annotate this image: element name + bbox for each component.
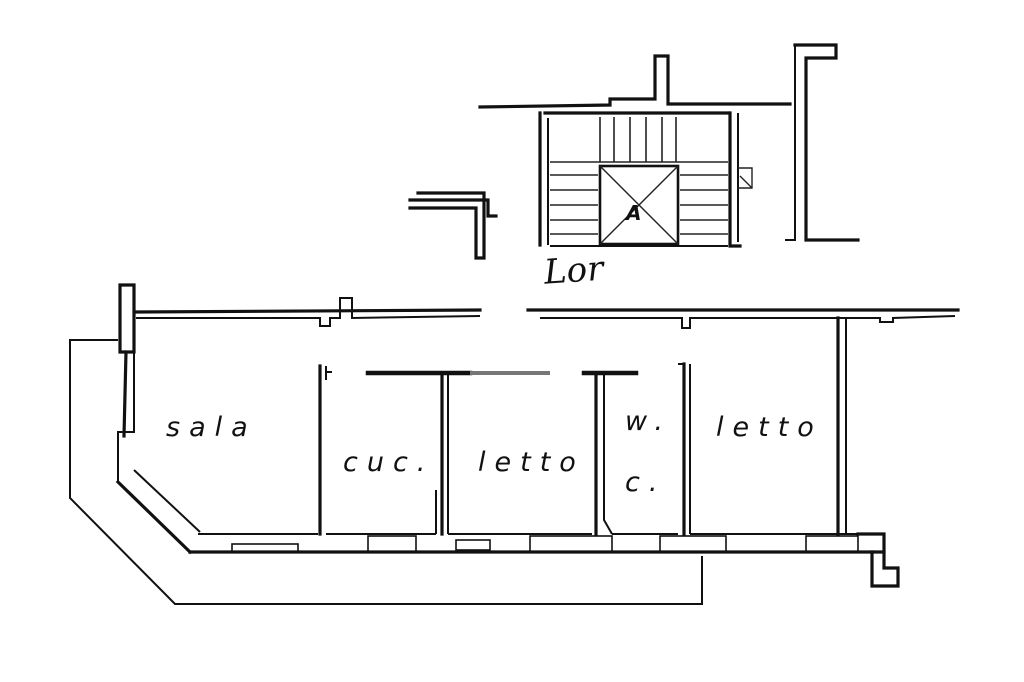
room-label-wc-bottom: c. (625, 467, 666, 498)
stair-treads-top (550, 117, 728, 163)
stair-treads-right (680, 174, 728, 235)
room-label-letto-2: letto (716, 412, 823, 443)
room-label-letto-1: letto (478, 447, 585, 478)
partition-wc-letto-inner (678, 363, 691, 534)
room-label-wc-top: w. (625, 406, 672, 437)
lift-shaft: A (598, 164, 680, 246)
stairwell-right-wall (728, 111, 742, 248)
partition-cucina-letto-inner (435, 374, 449, 534)
handwritten-note: Lor (542, 249, 607, 293)
corridor-wall-left-inner (136, 297, 481, 327)
right-shaft-wall (793, 43, 860, 242)
corridor-wall-left (134, 308, 482, 314)
corridor-wall-right-inner (540, 315, 956, 329)
room-label-sala: sala (166, 412, 257, 443)
stair-treads-left (550, 174, 598, 235)
outer-wall-left-lower (122, 350, 128, 438)
stub-wall-left (408, 191, 498, 260)
right-shaft-wall-inner (785, 45, 796, 241)
apartment: sala cuc. letto w. c. letto (69, 283, 960, 605)
bay-diagonal-inner (133, 469, 201, 533)
stairwell-top-wall (478, 54, 792, 109)
terrace-outline (69, 339, 703, 605)
room-label-cucina: cuc. (343, 447, 434, 478)
outer-wall-left (118, 283, 136, 354)
partition-letto-wc-inner (603, 374, 613, 535)
lift-label: A (624, 201, 641, 225)
bottom-windows (231, 535, 859, 553)
bottom-right-corner (856, 532, 900, 588)
stairwell: A Lor (408, 43, 860, 293)
partition-sala-cucina-detail (325, 366, 332, 380)
outer-wall-left-lower-inner (117, 352, 135, 482)
bay-diagonal-outer (115, 479, 193, 555)
stairwell-niche (738, 167, 753, 189)
